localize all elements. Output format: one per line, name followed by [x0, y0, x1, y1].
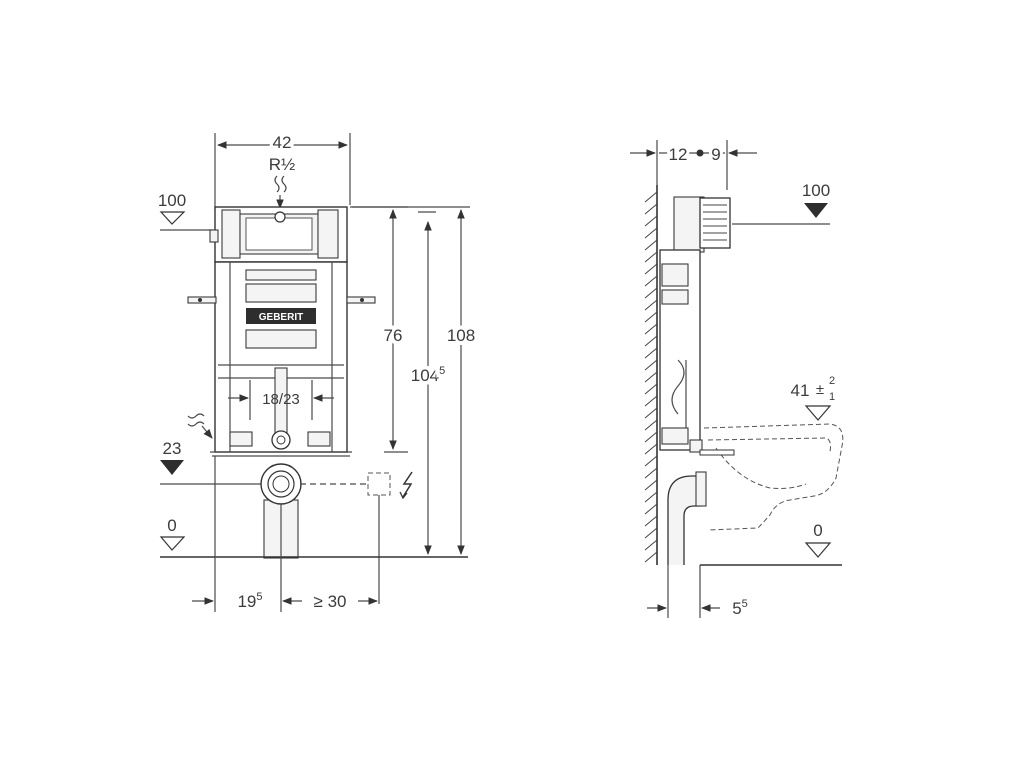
- electric-box: [367, 472, 391, 604]
- offset-30-label: ≥ 30: [314, 592, 347, 611]
- wall-hatch-line: [644, 251, 658, 263]
- wall-hatch-line: [644, 287, 658, 299]
- wall-hatch-line: [644, 431, 658, 443]
- wall-hatch-line: [644, 263, 658, 275]
- seat-level-marker: 41 ± 2 1: [791, 375, 835, 421]
- height-108-label: 108: [447, 326, 475, 345]
- drain-pipe: [260, 463, 366, 559]
- wall-hatch-line: [644, 275, 658, 287]
- wall-hatch-line: [644, 503, 658, 515]
- wall-hatch-line: [644, 539, 658, 551]
- wall-hatch-line: [644, 515, 658, 527]
- wall-hatch-line: [644, 407, 658, 419]
- level-23-marker: 23: [160, 439, 262, 485]
- level-100-marker: 100: [158, 191, 213, 231]
- drain-wave-icon: [187, 413, 213, 439]
- wall-hatch-line: [644, 395, 658, 407]
- wall-hatch-line: [644, 383, 658, 395]
- frame-side: [659, 196, 731, 453]
- connection-label: R½: [269, 155, 295, 174]
- depth-dimension: 12 9: [630, 140, 757, 190]
- electric-lightning-icon: [399, 471, 413, 500]
- wc-bowl-outline: [699, 423, 844, 531]
- depth-right-label: 9: [711, 145, 720, 164]
- wall-hatch-line: [644, 371, 658, 383]
- wall-hatch-line: [644, 527, 658, 539]
- level-0-side-marker: 0: [700, 521, 842, 566]
- wall-hatch-line: [644, 323, 658, 335]
- wall-hatch-line: [644, 239, 658, 251]
- height-76-label: 76: [384, 326, 403, 345]
- offset-195-label: 195: [237, 591, 262, 611]
- height-1045-label: 1045: [411, 365, 446, 385]
- depth-left-label: 12: [669, 145, 688, 164]
- level-100-side-label: 100: [802, 181, 830, 200]
- wall-hatch-line: [644, 479, 658, 491]
- water-supply-icon: [274, 175, 287, 209]
- height-76-dimension: 76: [350, 206, 408, 453]
- wall-section: [644, 185, 658, 565]
- wall-hatch-line: [644, 191, 658, 203]
- level-23-label: 23: [163, 439, 182, 458]
- installation-frame: GEBERIT: [187, 261, 376, 457]
- wall-hatch-line: [644, 419, 658, 431]
- height-108-dimension: 108: [352, 206, 479, 555]
- wall-hatch-line: [644, 215, 658, 227]
- brand-label: GEBERIT: [259, 312, 303, 323]
- wall-hatch-line: [644, 443, 658, 455]
- level-0-side-label: 0: [813, 521, 822, 540]
- wall-hatch-line: [644, 455, 658, 467]
- wall-hatch-line: [644, 551, 658, 563]
- seat-level-minus: 1: [829, 391, 835, 403]
- seat-level-label: 41: [791, 381, 810, 400]
- wall-hatch-line: [644, 335, 658, 347]
- wall-hatch-line: [644, 467, 658, 479]
- inner-span-label: 18/23: [262, 391, 300, 408]
- level-0-front-label: 0: [167, 516, 176, 535]
- wall-hatch-line: [644, 491, 658, 503]
- pipe-offset-label: 55: [732, 598, 748, 618]
- height-1045-dimension: 1045: [407, 211, 449, 555]
- front-view: 42 R½ 100: [158, 130, 479, 612]
- bottom-offset-dimensions: 195 ≥ 30: [192, 456, 378, 612]
- wall-hatch-line: [644, 311, 658, 323]
- cistern-top: [209, 206, 348, 263]
- wall-hatch-line: [644, 299, 658, 311]
- side-drain-bend: 55: [647, 471, 748, 618]
- level-100-label: 100: [158, 191, 186, 210]
- wall-hatch-line: [644, 347, 658, 359]
- side-view: 12 9 55: [630, 140, 844, 618]
- inner-span-dimension: 18/23: [228, 380, 334, 420]
- width-label: 42: [273, 133, 292, 152]
- width-dimension: 42 R½: [214, 130, 351, 210]
- wall-hatch-line: [644, 203, 658, 215]
- wall-hatch-line: [644, 359, 658, 371]
- seat-level-plus: 2: [829, 375, 835, 387]
- level-100-side-marker: 100: [732, 181, 830, 225]
- level-0-front-marker: 0: [159, 516, 468, 558]
- wall-hatch-line: [644, 227, 658, 239]
- seat-level-pm: ±: [816, 381, 824, 398]
